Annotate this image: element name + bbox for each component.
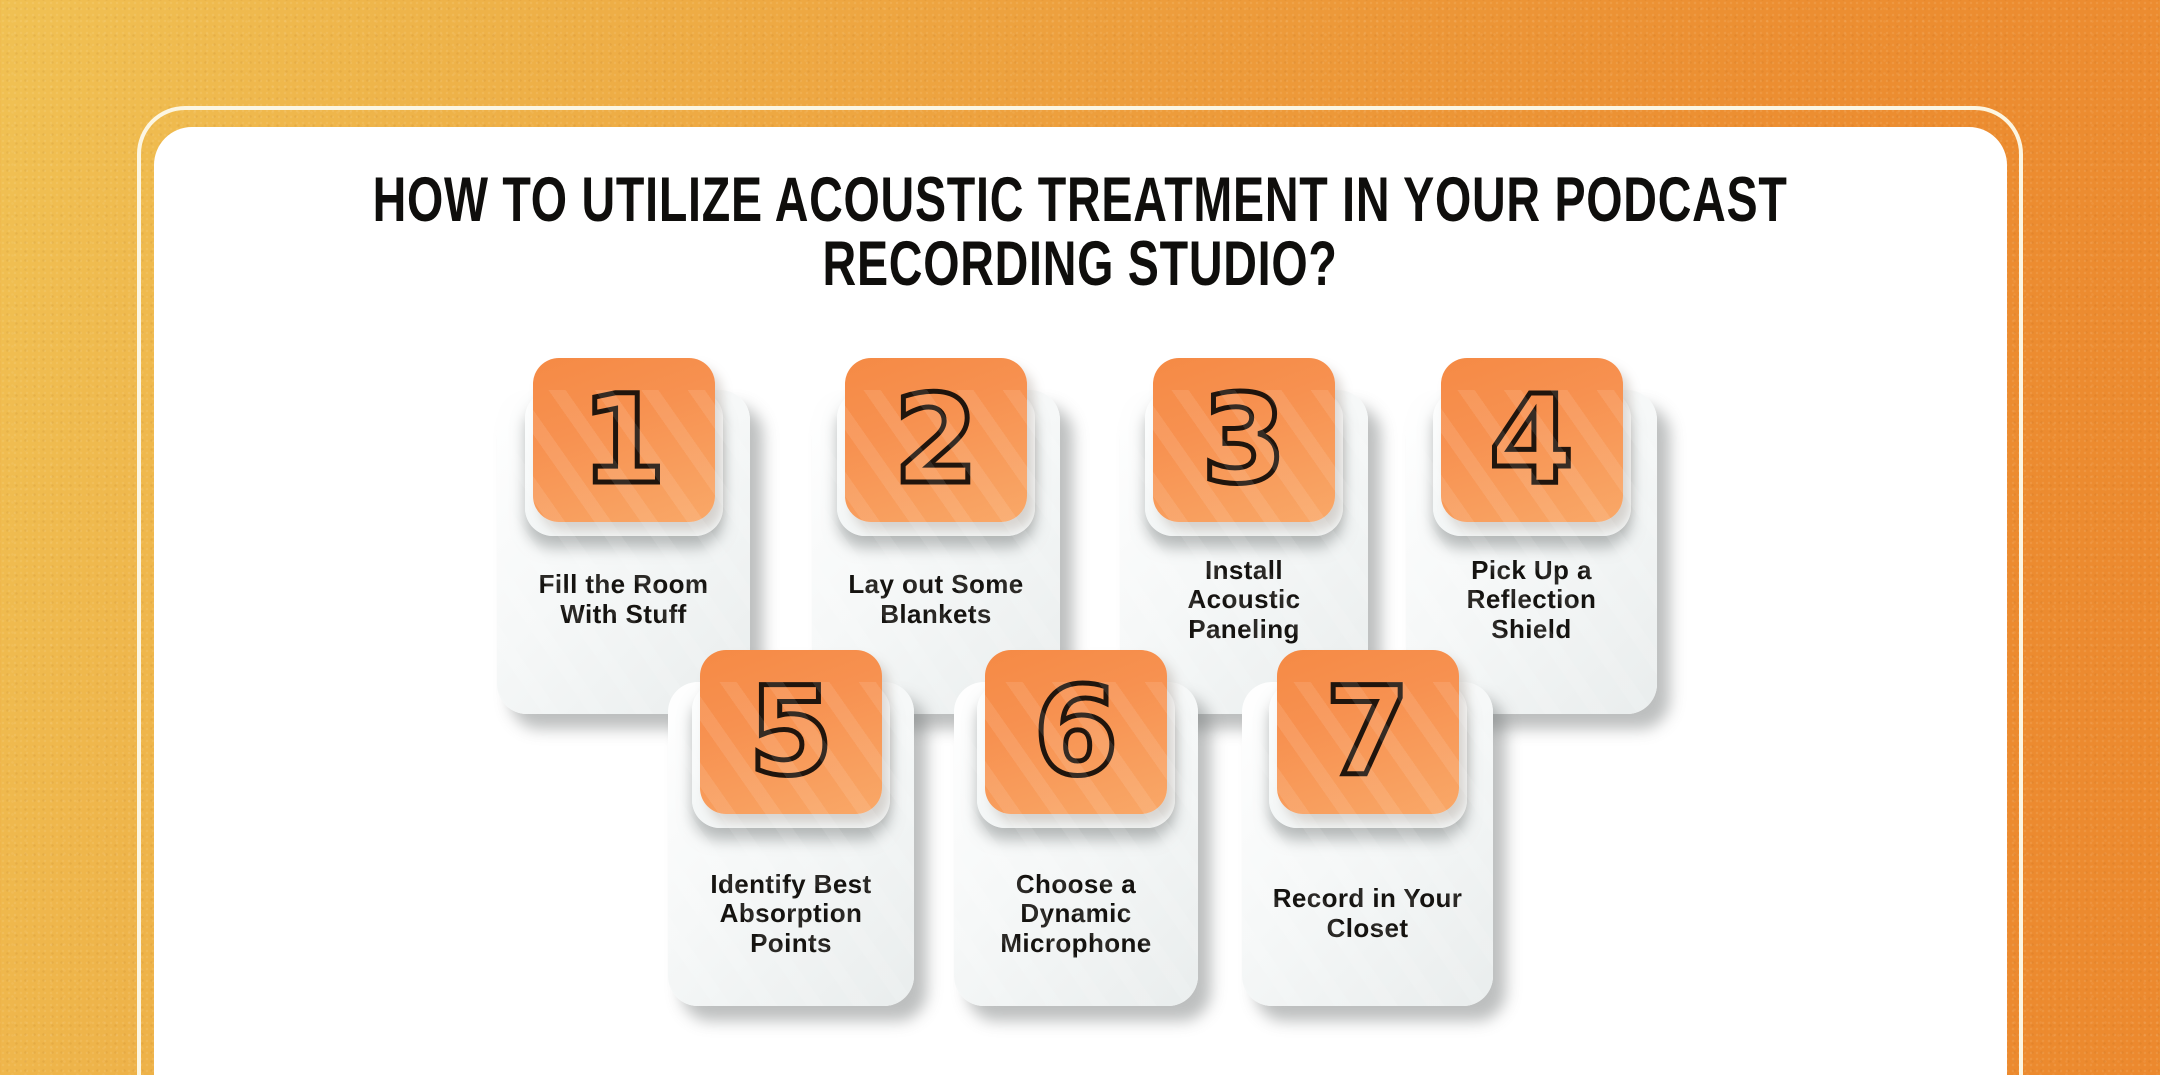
- step-label: Pick Up a Reflection Shield: [1466, 554, 1597, 644]
- step-number: 7: [1323, 661, 1413, 803]
- step-number: 6: [1031, 661, 1121, 803]
- step-card-6: 6 Choose a Dynamic Microphone: [954, 650, 1198, 1006]
- step-number: 2: [891, 369, 981, 511]
- step-number-tile: 3: [1153, 358, 1335, 522]
- step-label: Lay out Some Blankets: [848, 569, 1024, 629]
- page-title: HOW TO UTILIZE ACOUSTIC TREATMENT IN YOU…: [0, 168, 2160, 297]
- step-card-5: 5 Identify Best Absorption Points: [668, 650, 914, 1006]
- step-label: Fill the Room With Stuff: [538, 569, 709, 629]
- step-number: 4: [1487, 369, 1577, 511]
- step-number-tile: 2: [845, 358, 1027, 522]
- step-number-tile: 5: [700, 650, 882, 814]
- step-number: 3: [1199, 369, 1289, 511]
- step-number: 5: [746, 661, 836, 803]
- page-title-text: HOW TO UTILIZE ACOUSTIC TREATMENT IN YOU…: [372, 165, 1788, 300]
- step-number: 1: [579, 369, 669, 511]
- step-number-tile: 1: [532, 358, 715, 522]
- step-label: Choose a Dynamic Microphone: [1000, 868, 1152, 958]
- step-label: Record in Your Closet: [1272, 883, 1463, 943]
- step-number-tile: 7: [1276, 650, 1459, 814]
- step-card-7: 7 Record in Your Closet: [1242, 650, 1493, 1006]
- step-label: Identify Best Absorption Points: [710, 868, 872, 958]
- step-number-tile: 6: [985, 650, 1167, 814]
- panel-outline-frame: [137, 106, 2023, 1075]
- step-number-tile: 4: [1440, 358, 1623, 522]
- step-label: Install Acoustic Paneling: [1187, 554, 1301, 644]
